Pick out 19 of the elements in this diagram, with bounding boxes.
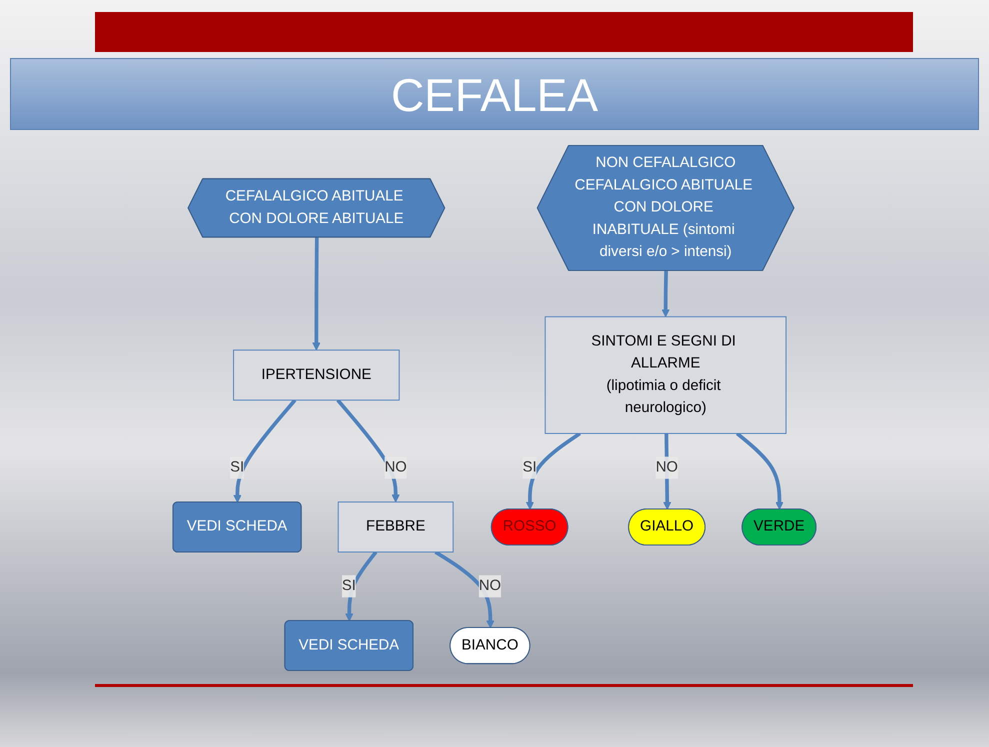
arrow [434, 550, 494, 628]
arrow [663, 433, 672, 510]
arrow [526, 432, 581, 510]
node-box: IPERTENSIONE [233, 350, 400, 401]
node-box: SINTOMI E SEGNI DI ALLARME (lipotimia o deficit neurologico) [544, 316, 786, 434]
arrow [336, 398, 400, 502]
node-box: FEBBRE [338, 502, 454, 552]
edge-label: NO [656, 459, 678, 476]
arrow [312, 238, 320, 350]
arrow [233, 398, 296, 503]
arrow [736, 432, 784, 510]
arrow [345, 550, 378, 622]
edge-label: NO [478, 578, 502, 594]
title-banner: CEFALEA [10, 58, 979, 130]
arrow [662, 270, 670, 318]
edge-label: SI [522, 459, 537, 476]
edge-label: SI [342, 578, 356, 594]
edge-label: SI [230, 459, 244, 476]
edge-label: NO [384, 459, 407, 476]
